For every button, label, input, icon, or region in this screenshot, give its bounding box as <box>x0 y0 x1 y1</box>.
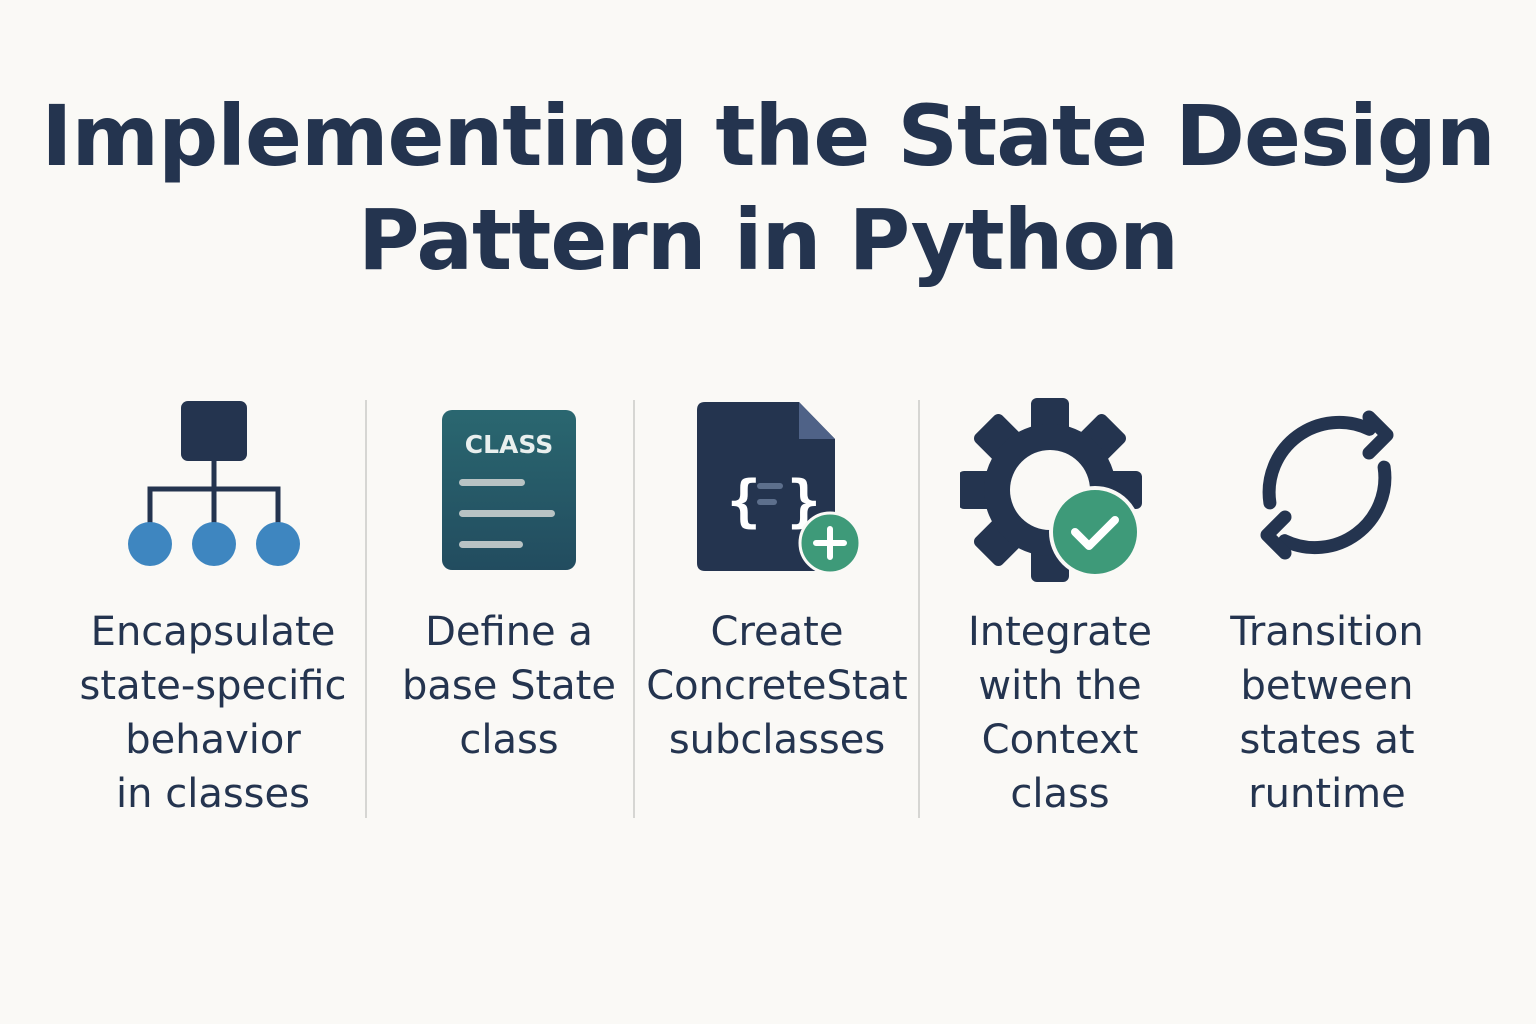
class-badge-label: CLASS <box>465 430 554 459</box>
code-file-plus-icon: { } <box>697 402 862 575</box>
hierarchy-icon <box>128 401 300 566</box>
step-encapsulate: Encapsulate state-specific behavior in c… <box>70 395 356 835</box>
class-document-icon: CLASS <box>442 410 576 570</box>
step-context: Integrate with the Context class <box>935 395 1185 835</box>
divider <box>918 400 920 818</box>
step-caption: Integrate with the Context class <box>967 609 1153 817</box>
step-caption: Transition between states at runtime <box>1230 609 1424 817</box>
page-title: Implementing the State Design Pattern in… <box>0 84 1536 292</box>
divider <box>365 400 367 818</box>
refresh-cycle-icon <box>1260 410 1394 560</box>
step-concrete-state: { } Create ConcreteStat subclasses <box>646 395 908 835</box>
divider <box>633 400 635 818</box>
title-line-2: Pattern in Python <box>358 191 1179 289</box>
svg-text:{: { <box>727 469 761 534</box>
gear-check-icon <box>960 398 1142 582</box>
title-line-1: Implementing the State Design <box>41 87 1495 185</box>
step-transition: Transition between states at runtime <box>1200 395 1454 835</box>
step-caption: Define a base State class <box>402 609 616 763</box>
step-caption: Encapsulate state-specific behavior in c… <box>79 609 347 817</box>
step-base-state: CLASS Define a base State class <box>392 395 626 835</box>
step-caption: Create ConcreteStat subclasses <box>646 609 908 763</box>
